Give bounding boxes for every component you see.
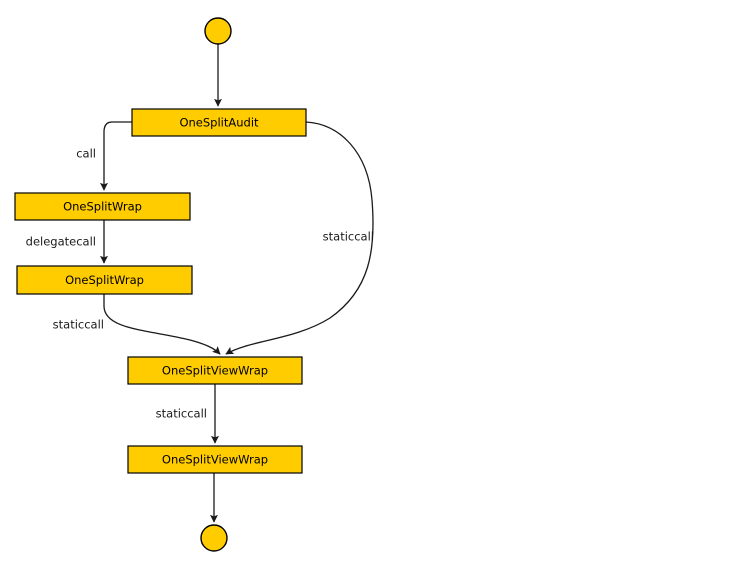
end-node[interactable] — [200, 524, 228, 552]
nodes-layer: OneSplitAuditOneSplitWrapOneSplitWrapOne… — [14, 17, 307, 552]
node-one-split-wrap-2[interactable]: OneSplitWrap — [16, 265, 193, 295]
edge-edge-audit-to-wrap1 — [100, 121, 132, 191]
node-label-one-split-view-wrap-1: OneSplitViewWrap — [162, 364, 268, 378]
node-one-split-wrap-1[interactable]: OneSplitWrap — [14, 192, 191, 221]
node-label-one-split-wrap-1: OneSplitWrap — [63, 200, 142, 214]
edge-edge-audit-to-viewwrap1 — [225, 121, 374, 355]
node-rect-one-split-wrap-1 — [14, 192, 191, 221]
node-one-split-view-wrap-2[interactable]: OneSplitViewWrap — [127, 445, 303, 474]
edge-label-edge-wrap1-to-wrap2: delegatecall — [26, 235, 96, 249]
edge-label-edge-audit-to-viewwrap1: staticcall — [323, 230, 374, 244]
node-one-split-audit[interactable]: OneSplitAudit — [131, 108, 307, 137]
node-one-split-view-wrap-1[interactable]: OneSplitViewWrap — [127, 356, 303, 385]
node-rect-one-split-view-wrap-1 — [127, 356, 303, 385]
node-rect-one-split-view-wrap-2 — [127, 445, 303, 474]
edges-layer — [100, 44, 374, 523]
edge-labels-layer: call delegatecall staticcall staticcall stat… — [26, 147, 374, 421]
edge-label-edge-audit-to-wrap1: call — [76, 147, 96, 161]
node-rect-one-split-audit — [131, 108, 307, 137]
edge-label-edge-wrap2-to-viewwrap1: staticcall — [53, 318, 104, 332]
edge-edge-wrap2-to-viewwrap1 — [103, 294, 221, 355]
start-node[interactable] — [204, 17, 232, 45]
node-rect-one-split-wrap-2 — [16, 265, 193, 295]
edge-label-edge-viewwrap1-to-viewwrap2: staticcall — [156, 407, 207, 421]
node-label-one-split-view-wrap-2: OneSplitViewWrap — [162, 453, 268, 467]
node-label-one-split-wrap-2: OneSplitWrap — [65, 273, 144, 287]
node-label-one-split-audit: OneSplitAudit — [179, 116, 259, 130]
